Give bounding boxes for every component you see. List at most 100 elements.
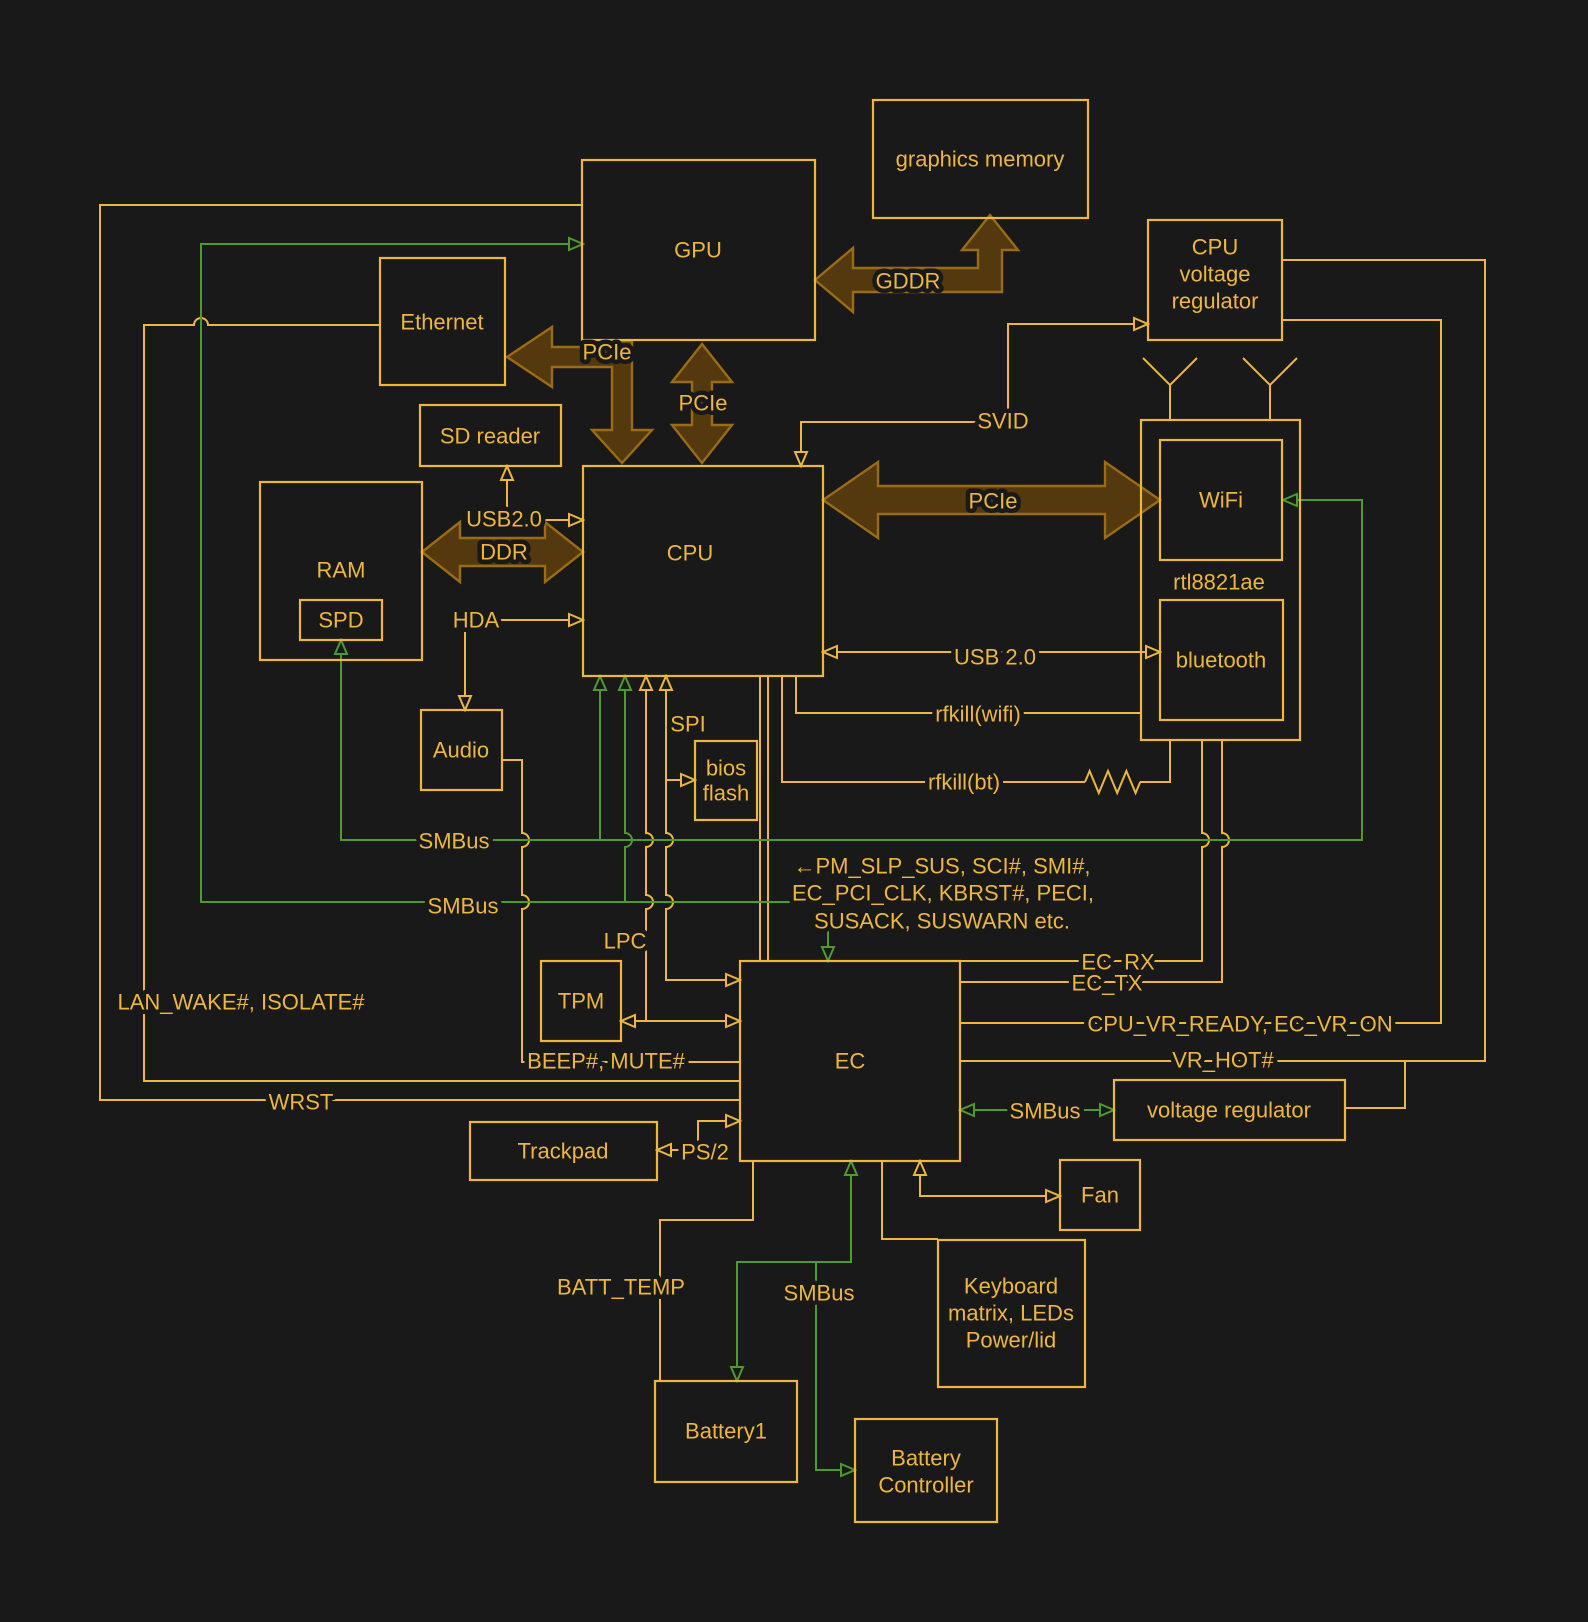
rfkill-bt-label: rfkill(bt) (928, 770, 1000, 795)
ec-rx-line (960, 740, 1210, 962)
ps2-label: PS/2 (681, 1140, 729, 1165)
pm-signals-label-3: SUSACK, SUSWARN etc. (814, 909, 1070, 934)
rtl8821ae-box (1139, 418, 1302, 742)
rfkill-wifi-label: rfkill(wifi) (935, 702, 1021, 727)
wires-green (200, 244, 1363, 1470)
ec-rx-label: EC_RX (1081, 950, 1155, 975)
spi-label: SPI (670, 712, 705, 737)
battery1-label: Battery1 (685, 1419, 767, 1444)
cpu-vr-label-2: voltage (1180, 262, 1251, 287)
rfkill-bt-line (781, 676, 1171, 783)
ec-box (738, 959, 962, 1163)
vr-hot-line (960, 259, 1486, 1062)
smbus-gpu-label: SMBus (428, 894, 499, 919)
sd-reader-label: SD reader (440, 424, 540, 449)
smbus-battery-controller-branch (815, 1262, 855, 1470)
ec-label: EC (835, 1049, 866, 1074)
ec-tx-line (960, 740, 1230, 983)
usb2-sd-label: USB2.0 (466, 507, 542, 532)
ddr-label: DDR (480, 540, 528, 565)
wifi-label: WiFi (1199, 488, 1243, 513)
hda-line (465, 620, 583, 710)
keyboard-label-2: matrix, LEDs (948, 1301, 1074, 1326)
antenna-icon-2 (1242, 357, 1298, 420)
gddr-label: GDDR (876, 269, 941, 294)
batt-temp-label: BATT_TEMP (557, 1275, 685, 1300)
smbus-ram-wifi-line (341, 500, 1363, 841)
wifi-box (1158, 438, 1284, 562)
pm-signals-label-2: EC_PCI_CLK, KBRST#, PECI, (792, 881, 1094, 906)
bios-flash-label-2: flash (703, 781, 749, 806)
spd-box (298, 598, 384, 642)
cpu-vr-label-3: regulator (1172, 289, 1259, 314)
cpu-voltage-regulator-box (1146, 218, 1284, 342)
fan-box (1058, 1158, 1142, 1232)
trackpad-box (468, 1120, 659, 1182)
cpu-box (581, 464, 825, 678)
cpu-vr-ready-line (960, 319, 1442, 1024)
svid-line (801, 324, 1148, 466)
batt-temp-line (659, 1161, 754, 1381)
gpu-box (580, 158, 817, 342)
bluetooth-box (1158, 598, 1285, 722)
wrst-label: WRST (269, 1090, 334, 1115)
voltage-regulator-box (1112, 1078, 1347, 1142)
trackpad-label: Trackpad (518, 1139, 609, 1164)
keyboard-label-1: Keyboard (964, 1274, 1058, 1299)
pcie-gpu-cpu-arrow (669, 342, 735, 465)
gpu-label: GPU (674, 238, 722, 263)
beep-mute-label: BEEP#, MUTE# (527, 1049, 685, 1074)
keyboard-line (881, 1161, 938, 1240)
graphics-memory-box (871, 98, 1090, 220)
signal-labels: PCIe PCIe PCIe GDDR SVID USB2.0 DDR HDA … (113, 264, 1397, 1310)
tpm-box (539, 959, 623, 1043)
beep-mute-line (502, 759, 740, 1063)
battery-controller-label-2: Controller (878, 1473, 973, 1498)
ec-tx-label: EC_TX (1072, 971, 1143, 996)
audio-label: Audio (433, 738, 489, 763)
spd-label: SPD (318, 608, 363, 633)
smbus-vr-label: SMBus (1010, 1099, 1081, 1124)
battery-controller-box (853, 1417, 999, 1524)
graphics-memory-label: graphics memory (896, 147, 1065, 172)
svid-label: SVID (977, 409, 1028, 434)
fan-label: Fan (1081, 1183, 1119, 1208)
smbus2-cpu-branch (625, 676, 633, 902)
battery-controller-label-1: Battery (891, 1446, 961, 1471)
ram-box (258, 480, 424, 662)
battery1-box (653, 1379, 799, 1484)
hda-label: HDA (453, 608, 500, 633)
cpu-label: CPU (667, 541, 713, 566)
ethernet-label: Ethernet (400, 310, 483, 335)
vr-hot-regulator-branch (1345, 1061, 1406, 1109)
ethernet-box (378, 256, 507, 387)
gddr-arrow (813, 213, 1021, 315)
box-labels: graphics memory GPU Ethernet CPU voltage… (312, 142, 1315, 1502)
voltage-regulator-label: voltage regulator (1147, 1098, 1311, 1123)
fan-line (920, 1161, 1060, 1196)
ps2-line (657, 1121, 740, 1150)
lan-wake-isolate-line (143, 317, 740, 1082)
boxes (258, 98, 1347, 1524)
rtl8821ae-label: rtl8821ae (1173, 570, 1265, 595)
pcie-gpu-ethernet-arrow (504, 324, 655, 465)
audio-box (419, 708, 504, 792)
lpc-label: LPC (604, 929, 647, 954)
pcie-gpu-cpu-label: PCIe (679, 391, 728, 416)
pm-signals-label-1: ←PM_SLP_SUS, SCI#, SMI#, (793, 854, 1090, 879)
vr-hot-label: VR_HOT# (1172, 1048, 1274, 1073)
lan-wake-label: LAN_WAKE#, ISOLATE# (118, 990, 366, 1015)
ram-label: RAM (317, 558, 366, 583)
resistor-icon (1084, 768, 1142, 796)
smbus-battery-line (737, 1161, 851, 1381)
cpu-vr-ready-label: CPU_VR_READY, EC_VR_ON (1087, 1012, 1392, 1037)
tpm-label: TPM (558, 989, 604, 1014)
cpu-vr-label-1: CPU (1192, 235, 1238, 260)
keyboard-box (936, 1238, 1087, 1389)
sd-reader-box (418, 403, 563, 468)
smbus-ram-label: SMBus (419, 829, 490, 854)
bios-flash-box (693, 739, 759, 822)
wires-amber (99, 204, 1486, 1381)
